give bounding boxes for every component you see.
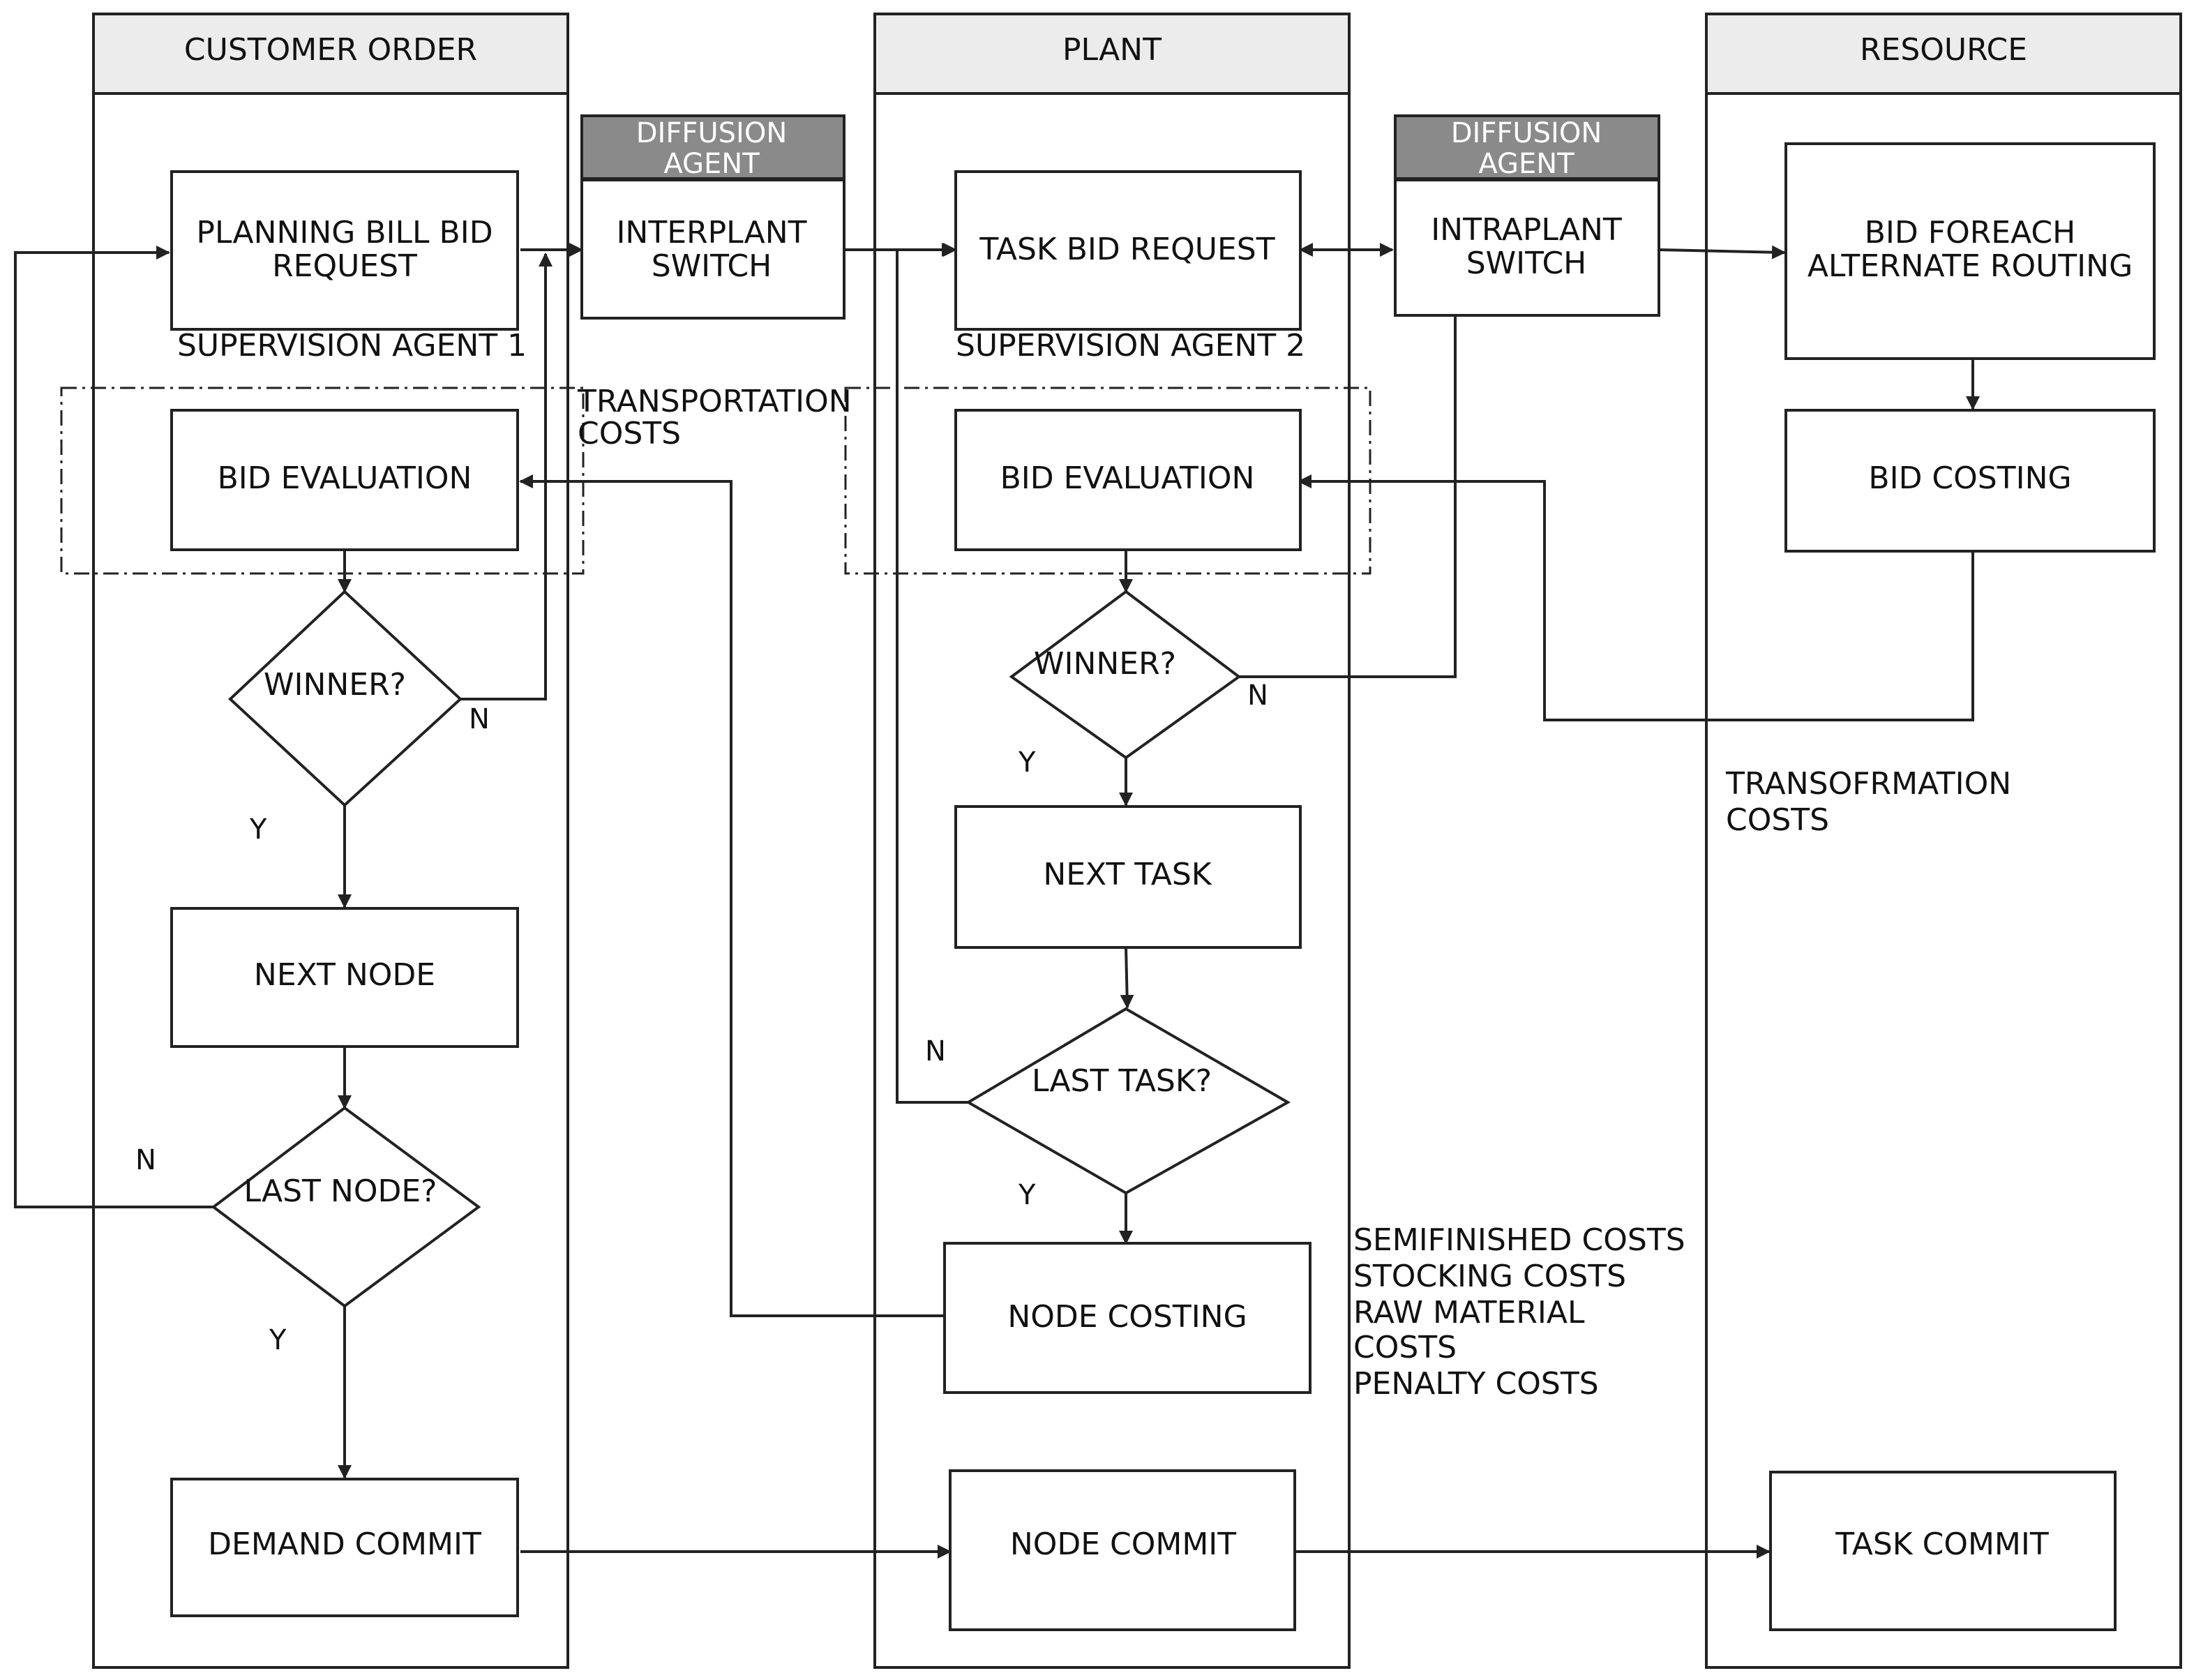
cost-list-item-2: STOCKING COSTS — [1353, 1259, 1626, 1294]
diffusion-agent-right-line-2: AGENT — [1478, 148, 1575, 180]
interplant-line-2: SWITCH — [652, 248, 772, 284]
task-commit-box: TASK COMMIT — [1769, 1471, 2117, 1631]
evaluation-region-customer — [60, 387, 585, 575]
intraplant-line-2: SWITCH — [1466, 246, 1587, 281]
supervision-agent-2-label: SUPERVISION AGENT 2 — [956, 328, 1305, 363]
winner-decision-plant: WINNER? — [1009, 590, 1242, 760]
demand-commit-label: DEMAND COMMIT — [208, 1527, 481, 1562]
next-node-box: NEXT NODE — [170, 907, 519, 1048]
last-node-no-label: N — [135, 1144, 156, 1176]
bid-costing-label: BID COSTING — [1868, 460, 2071, 496]
winner-plant-yes-label: Y — [1018, 747, 1036, 779]
bid-evaluation-plant-box: BID EVALUATION — [954, 409, 1302, 551]
node-costing-label: NODE COSTING — [1007, 1299, 1247, 1335]
bid-costing-box: BID COSTING — [1784, 409, 2156, 553]
diffusion-agent-left-line-2: AGENT — [663, 148, 760, 180]
last-node-label: LAST NODE? — [244, 1173, 437, 1209]
lane-header-customer-order: CUSTOMER ORDER — [184, 32, 477, 68]
supervision-agent-1-label: SUPERVISION AGENT 1 — [177, 328, 527, 363]
planning-bill-line-1: PLANNING BILL BID — [196, 215, 493, 250]
node-commit-box: NODE COMMIT — [949, 1469, 1296, 1631]
winner-plant-label: WINNER? — [1034, 646, 1176, 682]
transportation-costs-line-2: COSTS — [578, 416, 681, 451]
cost-list-item-1: SEMIFINISHED COSTS — [1353, 1222, 1685, 1258]
planning-bill-line-2: REQUEST — [272, 248, 417, 284]
transformation-costs-note: TRANSOFRMATION COSTS — [1725, 766, 2011, 838]
task-bid-request-box: TASK BID REQUEST — [954, 170, 1302, 331]
task-commit-label: TASK COMMIT — [1835, 1527, 2049, 1562]
winner-customer-label: WINNER? — [264, 667, 406, 703]
transformation-costs-line-2: COSTS — [1726, 802, 1829, 838]
winner-plant-no-label: N — [1247, 680, 1268, 712]
diffusion-agent-right-line-1: DIFFUSION — [1451, 117, 1602, 149]
cost-list-item-3: RAW MATERIAL — [1353, 1295, 1585, 1330]
connectors — [14, 243, 1980, 1559]
cost-list-item-5: PENALTY COSTS — [1353, 1366, 1599, 1402]
winner-customer-yes-label: Y — [249, 813, 267, 846]
next-node-label: NEXT NODE — [254, 957, 435, 993]
last-node-yes-label: Y — [269, 1324, 287, 1356]
bid-evaluation-customer-label: BID EVALUATION — [218, 460, 472, 496]
transportation-costs-note: TRANSPORTATION COSTS — [577, 384, 852, 451]
transformation-costs-line-1: TRANSOFRMATION — [1725, 766, 2011, 802]
node-commit-label: NODE COMMIT — [1010, 1527, 1236, 1562]
last-node-decision: LAST NODE? — [211, 1106, 481, 1308]
cost-list-item-4: COSTS — [1353, 1330, 1457, 1365]
last-task-yes-label: Y — [1018, 1179, 1036, 1211]
winner-customer-no-label: N — [469, 703, 490, 735]
lane-resource: RESOURCE — [1705, 13, 2182, 1669]
transportation-costs-line-1: TRANSPORTATION — [577, 384, 852, 419]
diffusion-agent-left-line-1: DIFFUSION — [636, 117, 787, 149]
task-bid-request-label: TASK BID REQUEST — [979, 232, 1275, 267]
last-task-label: LAST TASK? — [1032, 1063, 1212, 1099]
lane-plant: PLANT — [873, 13, 1351, 1669]
bid-foreach-line-1: BID FOREACH — [1865, 215, 2075, 250]
bid-foreach-alternate-routing-box: BID FOREACH ALTERNATE ROUTING — [1784, 142, 2156, 360]
last-task-decision: LAST TASK? — [965, 1007, 1291, 1195]
demand-commit-box: DEMAND COMMIT — [170, 1478, 519, 1617]
winner-decision-customer: WINNER? — [228, 590, 463, 807]
last-task-no-label: N — [925, 1035, 946, 1067]
bid-evaluation-customer-box: BID EVALUATION — [170, 409, 519, 551]
bid-evaluation-plant-label: BID EVALUATION — [1000, 460, 1255, 496]
interplant-line-1: INTERPLANT — [616, 215, 806, 250]
lane-customer-order: CUSTOMER ORDER — [92, 13, 569, 1669]
lane-header-plant: PLANT — [1062, 32, 1162, 68]
diffusion-agent-intraplant: DIFFUSION AGENT INTRAPLANT SWITCH — [1394, 114, 1660, 317]
planning-bill-bid-request-box: PLANNING BILL BID REQUEST — [170, 170, 519, 331]
node-cost-list-note: SEMIFINISHED COSTS STOCKING COSTS RAW MA… — [1353, 1222, 1685, 1402]
intraplant-line-1: INTRAPLANT — [1431, 212, 1622, 248]
diffusion-agent-interplant: DIFFUSION AGENT INTERPLANT SWITCH — [580, 114, 846, 320]
node-costing-box: NODE COSTING — [943, 1242, 1312, 1394]
next-task-label: NEXT TASK — [1043, 857, 1212, 892]
bid-foreach-line-2: ALTERNATE ROUTING — [1808, 248, 2133, 284]
lane-header-resource: RESOURCE — [1860, 32, 2027, 68]
next-task-box: NEXT TASK — [954, 805, 1302, 949]
